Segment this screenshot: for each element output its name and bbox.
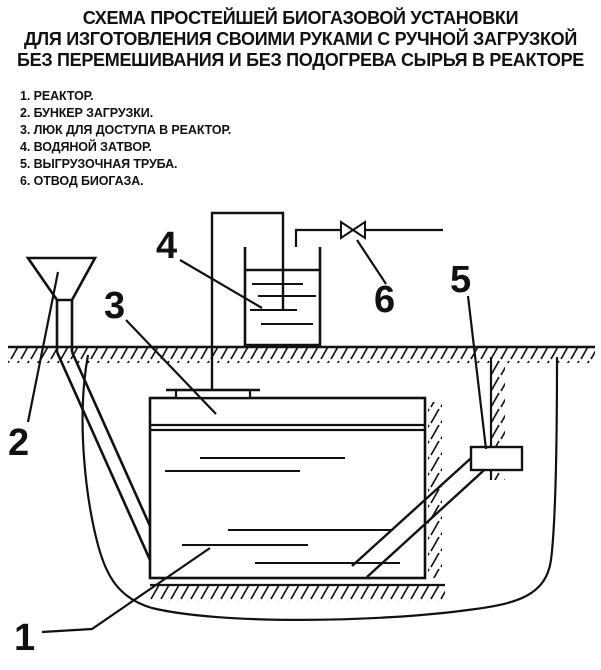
callout-water-seal: 4 xyxy=(156,225,177,267)
page-title: СХЕМА ПРОСТЕЙШЕЙ БИОГАЗОВОЙ УСТАНОВКИ ДЛ… xyxy=(0,8,601,71)
callout-hatch: 3 xyxy=(104,285,125,327)
leader-gas-outlet xyxy=(356,239,387,285)
leader-discharge-pipe xyxy=(466,295,488,450)
reactor-hatch-lid xyxy=(166,388,260,400)
loading-channel-wall xyxy=(55,351,152,561)
legend-item-reactor: 1. РЕАКТОР. xyxy=(20,89,94,103)
discharge-pipe-wall xyxy=(366,461,494,578)
callout-hopper: 2 xyxy=(8,422,29,464)
vessel-walls xyxy=(243,247,322,347)
excavation-pit-outline xyxy=(81,354,559,621)
hatch-lid-body xyxy=(174,388,252,400)
loading-hopper xyxy=(25,256,152,561)
gas-outlet-line xyxy=(294,228,341,247)
installation-diagram: 1 2 3 4 5 6 xyxy=(8,211,595,659)
legend-item-water-seal: 4. ВОДЯНОЙ ЗАТВОР. xyxy=(20,140,152,154)
reactor-tank-body xyxy=(148,396,427,580)
loading-channel-wall xyxy=(70,351,152,527)
leader-water-seal xyxy=(179,259,263,309)
legend-item-hatch: 3. ЛЮК ДЛЯ ДОСТУПА В РЕАКТОР. xyxy=(20,123,232,137)
pit-bottom xyxy=(150,583,445,601)
legend-item-hopper: 2. БУНКЕР ЗАГРУЗКИ. xyxy=(20,106,154,120)
discharge-pipe xyxy=(351,445,524,578)
ground-surface xyxy=(8,345,595,363)
hopper-funnel xyxy=(25,256,98,302)
callout-gas-outlet: 6 xyxy=(374,279,395,321)
legend: 1. РЕАКТОР. 2. БУНКЕР ЗАГРУЗКИ. 3. ЛЮК Д… xyxy=(20,88,231,190)
title-line-3: БЕЗ ПЕРЕМЕШИВАНИЯ И БЕЗ ПОДОГРЕВА СЫРЬЯ … xyxy=(16,50,584,70)
discharge-pipe-wall xyxy=(351,449,481,567)
legend-item-discharge-pipe: 5. ВЫГРУЗОЧНАЯ ТРУБА. xyxy=(20,157,178,171)
callout-leaders xyxy=(26,239,488,634)
callout-discharge-pipe: 5 xyxy=(450,259,471,301)
reactor-tank xyxy=(148,396,427,580)
title-line-1: СХЕМА ПРОСТЕЙШЕЙ БИОГАЗОВОЙ УСТАНОВКИ xyxy=(82,8,519,28)
discharge-outlet xyxy=(469,445,524,472)
callout-reactor: 1 xyxy=(14,617,35,659)
water-seal-vessel xyxy=(243,247,322,347)
leader-reactor xyxy=(41,547,211,634)
legend-item-gas-outlet: 6. ОТВОД БИОГАЗА. xyxy=(20,174,144,188)
leader-hopper xyxy=(26,271,60,423)
gas-outlet xyxy=(294,220,443,247)
pit-bottom-hatching xyxy=(150,585,445,601)
valve-icon xyxy=(340,220,366,240)
leader-hatch xyxy=(125,319,217,415)
title-line-2: ДЛЯ ИЗГОТОВЛЕНИЯ СВОИМИ РУКАМИ С РУЧНОЙ … xyxy=(24,29,577,49)
gas-pipe xyxy=(210,211,285,390)
ground-hatching xyxy=(8,347,595,363)
